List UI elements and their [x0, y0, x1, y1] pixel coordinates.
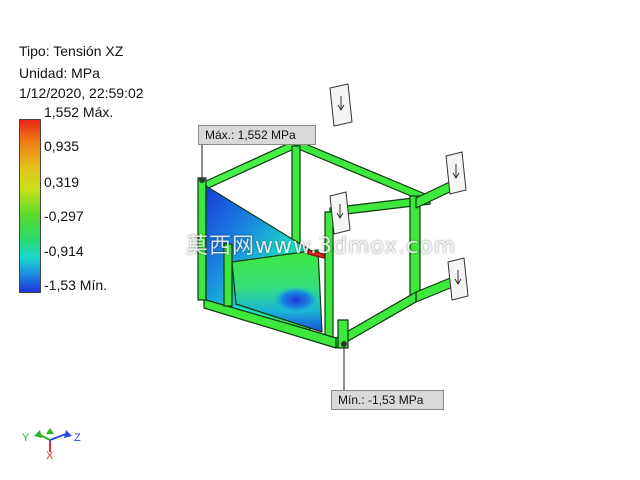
- max-stress-spot: [307, 249, 325, 259]
- panel-min-region: [272, 286, 320, 314]
- fixed-constraint-marker[interactable]: [329, 191, 351, 235]
- result-date: 1/12/2020, 22:59:02: [19, 85, 144, 101]
- frame-bottom-right-beam: [335, 291, 417, 349]
- legend-tick: 0,935: [44, 138, 80, 154]
- max-callout-point: [199, 177, 205, 183]
- legend-tick-max: 1,552 Máx.: [44, 104, 114, 120]
- axis-label-x: X: [46, 450, 54, 462]
- legend-tick: 0,319: [44, 174, 80, 190]
- legend-tick-min: -1,53 Mín.: [44, 277, 108, 293]
- frame-top-left-beam: [203, 139, 297, 191]
- fixed-constraint-marker[interactable]: [329, 83, 353, 127]
- axis-label-y: Y: [22, 432, 30, 444]
- axis-label-z: Z: [74, 432, 81, 444]
- min-callout-point: [341, 341, 347, 347]
- min-stress-callout[interactable]: Mín.: -1,53 MPa: [331, 390, 444, 410]
- legend-tick: -0,914: [44, 243, 84, 259]
- frame-top-rear-beam: [295, 139, 431, 205]
- result-unit: Unidad: MPa: [19, 65, 100, 81]
- panel-rib: [223, 243, 233, 307]
- fixed-constraint-marker[interactable]: [445, 151, 467, 195]
- fixed-constraint-marker[interactable]: [447, 257, 469, 301]
- axes-triad: [34, 428, 72, 452]
- result-type: Tipo: Tensión XZ: [19, 43, 124, 59]
- watermark-text: 莫西网www.3dmox.com: [186, 234, 457, 259]
- frame-front-post: [337, 319, 349, 349]
- legend-tick: -0,297: [44, 208, 84, 224]
- max-stress-callout[interactable]: Máx.: 1,552 MPa: [198, 125, 316, 145]
- color-legend-bar: [19, 119, 41, 293]
